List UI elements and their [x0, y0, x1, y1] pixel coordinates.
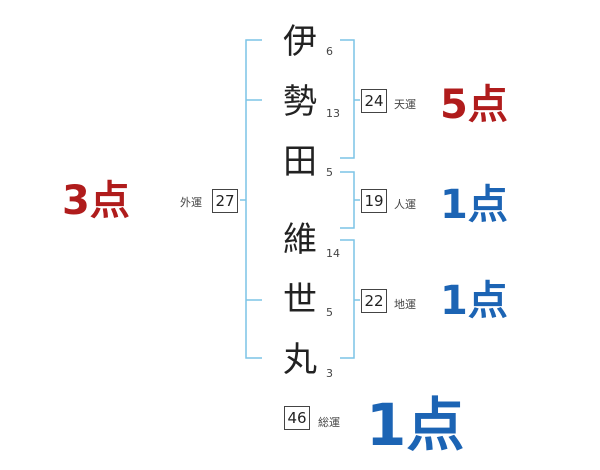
earth-score: 1点 — [440, 278, 508, 324]
person-score: 1点 — [440, 182, 508, 228]
stroke-count-2: 13 — [326, 107, 340, 120]
total-value-box: 46 — [284, 406, 310, 430]
outer-label: 外運 — [180, 196, 202, 209]
earth-value-box: 22 — [361, 289, 387, 313]
stroke-count-4: 14 — [326, 247, 340, 260]
name-char-3: 田 — [283, 142, 317, 182]
heaven-label: 天運 — [394, 98, 416, 111]
stroke-count-6: 3 — [326, 367, 333, 380]
earth-label: 地運 — [394, 298, 416, 311]
total-score: 1点 — [366, 391, 465, 459]
name-char-2: 勢 — [283, 82, 317, 122]
heaven-score: 5点 — [440, 82, 508, 128]
name-char-5: 世 — [283, 280, 317, 320]
stroke-count-5: 5 — [326, 306, 333, 319]
outer-value-box: 27 — [212, 189, 238, 213]
name-char-1: 伊 — [283, 22, 317, 62]
name-char-6: 丸 — [283, 340, 317, 380]
stroke-count-3: 5 — [326, 166, 333, 179]
stroke-count-1: 6 — [326, 45, 333, 58]
person-value-box: 19 — [361, 189, 387, 213]
heaven-value-box: 24 — [361, 89, 387, 113]
outer-score: 3点 — [62, 178, 130, 224]
name-char-4: 維 — [283, 220, 317, 260]
total-label: 総運 — [318, 416, 340, 429]
person-label: 人運 — [394, 198, 416, 211]
